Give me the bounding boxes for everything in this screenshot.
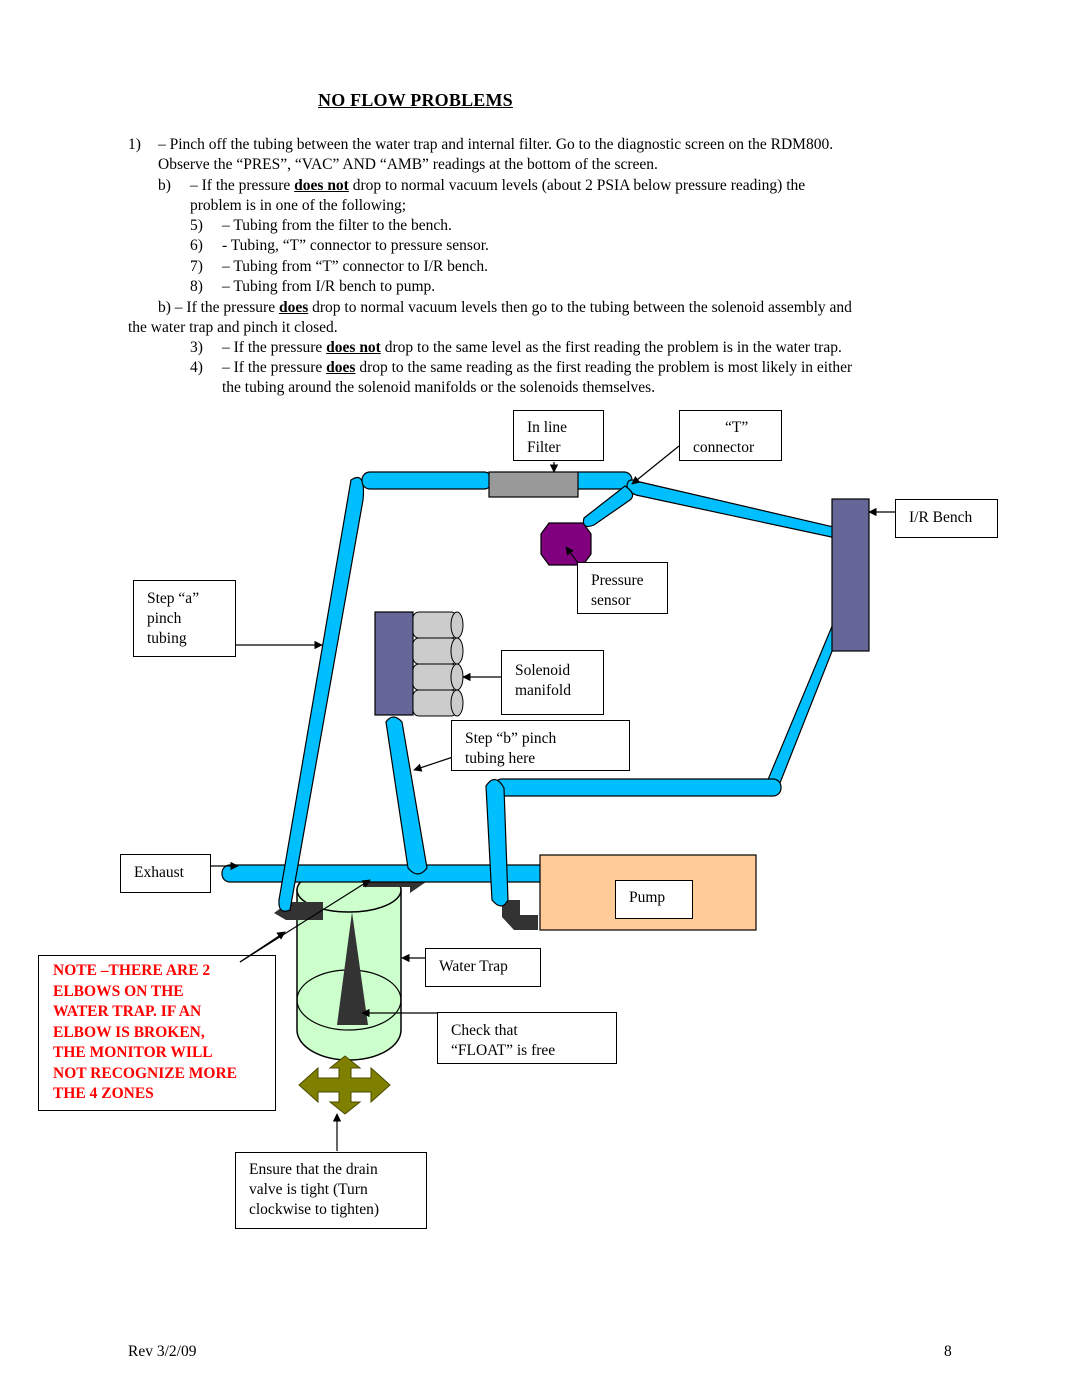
step-8-number: 8) <box>190 278 203 295</box>
t-connector-label: “T”connector <box>679 410 782 461</box>
float-label: Check that“FLOAT” is free <box>437 1012 617 1064</box>
ir-bench <box>831 498 870 652</box>
page-title: NO FLOW PROBLEMS <box>318 90 513 110</box>
step-3-number: 3) <box>190 339 203 356</box>
float-icon <box>337 912 368 1025</box>
filter-body <box>488 471 579 498</box>
step-b2-text: b) – If the pressure does drop to normal… <box>158 299 852 316</box>
tubing <box>221 471 845 912</box>
step-b1-text: – If the pressure does not drop to norma… <box>190 177 806 194</box>
pump-return-tube <box>493 778 782 797</box>
step-7-number: 7) <box>190 258 203 275</box>
step-4-text: – If the pressure does drop to the same … <box>222 359 853 376</box>
step-1-text-cont: Observe the “PRES”, “VAC” AND “AMB” read… <box>158 156 658 173</box>
pressure-sensor-icon <box>540 522 592 566</box>
t-to-sensor-tube <box>582 485 634 528</box>
revision-date: Rev 3/2/09 <box>128 1343 197 1360</box>
callout-lines <box>210 445 897 1151</box>
elbow-warning-note: NOTE –THERE ARE 2 ELBOWS ON THE WATER TR… <box>38 955 276 1111</box>
ir-bench-label: I/R Bench <box>895 499 998 538</box>
step-1-number: 1) <box>128 136 141 153</box>
step-6-text: - Tubing, “T” connector to pressure sens… <box>222 237 489 254</box>
t-to-bench-tube <box>626 479 843 539</box>
pump-label: Pump <box>615 880 693 919</box>
step-b-tube <box>385 716 428 875</box>
step-4-text-cont: the tubing around the solenoid manifolds… <box>222 379 656 396</box>
solenoid-manifold <box>374 611 464 717</box>
step-5-number: 5) <box>190 217 203 234</box>
step-4-number: 4) <box>190 359 203 376</box>
exhaust-label: Exhaust <box>120 854 211 893</box>
pump-elbow-icon <box>502 900 538 930</box>
filter-outlet-tube <box>569 471 633 490</box>
step-b2-text-cont: the water trap and pinch it closed. <box>128 319 338 336</box>
step-8-text: – Tubing from I/R bench to pump. <box>222 278 436 295</box>
step-5-text: – Tubing from the filter to the bench. <box>222 217 452 234</box>
step-1-text: – Pinch off the tubing between the water… <box>158 136 834 153</box>
step-b1-number: b) <box>158 177 171 194</box>
step-7-text: – Tubing from “T” connector to I/R bench… <box>222 258 489 275</box>
step-a-tube <box>278 476 365 912</box>
step-3-text: – If the pressure does not drop to the s… <box>222 339 842 356</box>
step-6-number: 6) <box>190 237 203 254</box>
drain-valve-icon <box>298 1055 391 1115</box>
filter-inlet-tube <box>361 471 493 490</box>
pump-down-tube <box>485 778 509 907</box>
step-b1-text-cont: problem is in one of the following; <box>190 197 407 214</box>
page-number: 8 <box>944 1343 952 1360</box>
water-trap <box>296 867 402 1061</box>
water-trap-label: Water Trap <box>425 948 541 987</box>
